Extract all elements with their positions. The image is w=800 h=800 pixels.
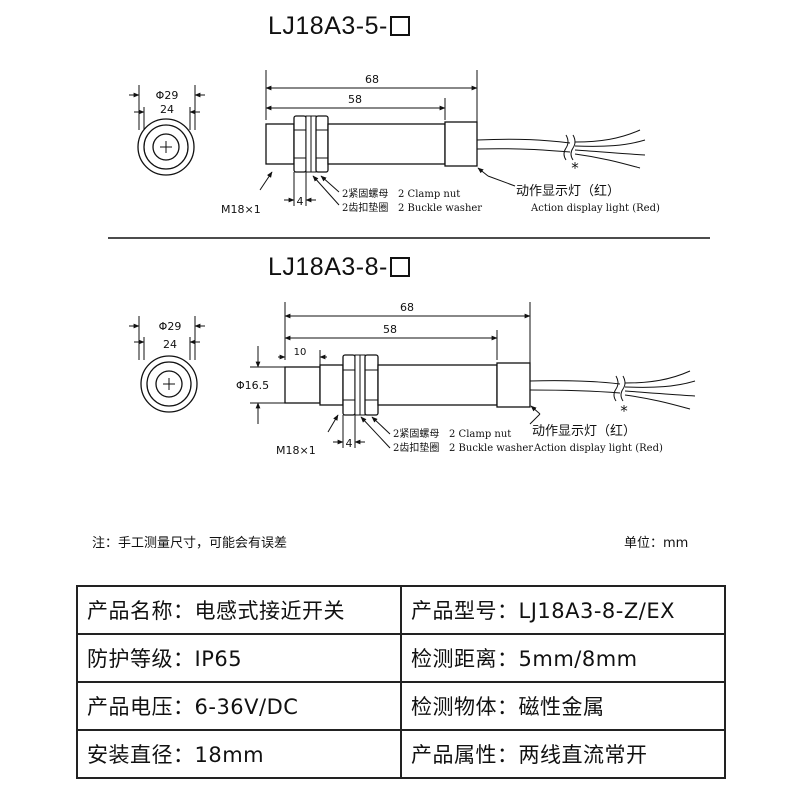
total-length-label: 68 — [400, 301, 414, 314]
sensor-side-view-2: 68 58 10 Φ16.5 * M18×1 — [236, 301, 696, 457]
box-placeholder-icon — [389, 16, 410, 36]
spec-cell: 防护等级：IP65 — [76, 633, 402, 683]
spec-cell: 产品属性：两线直流常开 — [400, 729, 726, 779]
table-row: 产品电压：6-36V/DC 检测物体：磁性金属 — [76, 681, 726, 731]
spec-cell: 检测物体：磁性金属 — [400, 681, 726, 731]
box-placeholder-icon — [389, 257, 410, 277]
thread-length-label: 58 — [348, 93, 362, 106]
spec-cell: 产品电压：6-36V/DC — [76, 681, 402, 731]
thread-spec-label: M18×1 — [221, 203, 261, 216]
sensor-face-view-1: Φ29 24 — [129, 85, 205, 176]
diagram-title-2: LJ18A3-8- — [268, 253, 410, 282]
part-clamp-nut-cn: 2紧固螺母 — [393, 428, 439, 440]
part-buckle-washer-en: 2 Buckle washer — [398, 203, 482, 214]
led-label-en: Action display light (Red) — [530, 203, 660, 214]
part-buckle-washer-cn: 2齿扣垫圈 — [393, 441, 439, 454]
led-label-cn: 动作显示灯（红） — [532, 423, 636, 439]
part-clamp-nut-en: 2 Clamp nut — [398, 189, 460, 200]
sensor-face-view-2: Φ29 24 — [129, 316, 205, 413]
spec-cell: 安装直径：18mm — [76, 729, 402, 779]
sensor-side-view-1: 68 58 * M18×1 4 2紧固螺母 2 Clamp n — [221, 70, 660, 216]
nut-width-label: 4 — [297, 195, 304, 208]
face-inner-dia-label: 24 — [160, 103, 174, 116]
dimension-drawings: Φ29 24 68 58 — [108, 70, 710, 457]
diagram-title-2-text: LJ18A3-8- — [268, 253, 388, 281]
spec-cell: 检测距离：5mm/8mm — [400, 633, 726, 683]
nut-width-label: 4 — [346, 437, 353, 450]
part-buckle-washer-en: 2 Buckle washer — [449, 443, 533, 454]
head-dia-label: Φ16.5 — [236, 379, 269, 392]
spec-cell: 产品型号：LJ18A3-8-Z/EX — [400, 585, 726, 635]
spec-table: 产品名称：电感式接近开关 产品型号：LJ18A3-8-Z/EX 防护等级：IP6… — [76, 585, 726, 779]
part-clamp-nut-cn: 2紧固螺母 — [342, 188, 388, 200]
spec-cell: 产品名称：电感式接近开关 — [76, 585, 402, 635]
thread-spec-label: M18×1 — [276, 444, 316, 457]
table-row: 安装直径：18mm 产品属性：两线直流常开 — [76, 729, 726, 779]
part-clamp-nut-en: 2 Clamp nut — [449, 429, 511, 440]
total-length-label: 68 — [365, 73, 379, 86]
star-mark: * — [620, 402, 628, 420]
face-inner-dia-label: 24 — [163, 338, 177, 351]
measurement-note: 注：手工测量尺寸，可能会有误差 — [92, 536, 288, 551]
diagram-title-1: LJ18A3-5- — [268, 12, 410, 41]
table-row: 防护等级：IP65 检测距离：5mm/8mm — [76, 633, 726, 683]
star-mark: * — [571, 159, 579, 177]
thread-length-label: 58 — [383, 323, 397, 336]
face-outer-dia-label: Φ29 — [156, 89, 179, 102]
head-length-label: 10 — [294, 347, 307, 358]
part-buckle-washer-cn: 2齿扣垫圈 — [342, 201, 388, 214]
led-label-en: Action display light (Red) — [533, 443, 663, 454]
table-row: 产品名称：电感式接近开关 产品型号：LJ18A3-8-Z/EX — [76, 585, 726, 635]
led-label-cn: 动作显示灯（红） — [516, 183, 620, 199]
diagram-title-1-text: LJ18A3-5- — [268, 12, 388, 40]
unit-label: 单位：mm — [624, 536, 689, 551]
face-outer-dia-label: Φ29 — [159, 320, 182, 333]
